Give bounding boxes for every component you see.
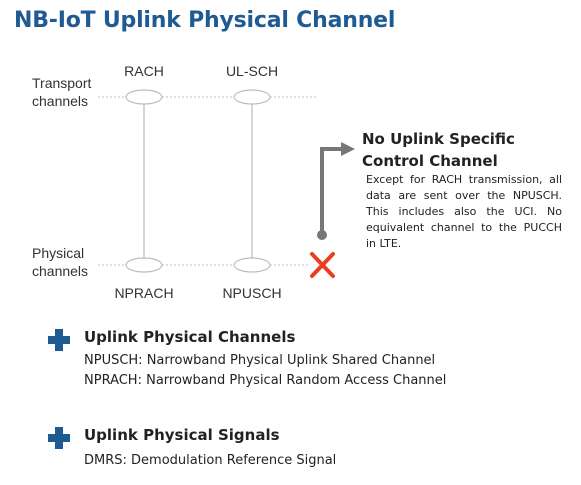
list-item: NPRACH: Narrowband Physical Random Acces… [84, 373, 447, 388]
npusch-node [233, 257, 271, 273]
transport-channel-label-ulsch: UL-SCH [226, 63, 278, 79]
physical-channel-label-nprach: NPRACH [114, 285, 173, 301]
note-title: No Uplink Specific Control Channel [362, 128, 515, 172]
transport-row-label-line1: Transport [32, 75, 92, 91]
physical-row-label-line1: Physical [32, 245, 84, 261]
transport-channel-label-rach: RACH [124, 63, 164, 79]
missing-channel-cross-icon [310, 252, 335, 278]
note-title-line1: No Uplink Specific [362, 130, 515, 148]
list-item: DMRS: Demodulation Reference Signal [84, 453, 337, 468]
physical-row-label-line2: channels [32, 263, 88, 279]
plus-icon [48, 329, 70, 351]
note-title-line2: Control Channel [362, 152, 498, 170]
plus-icon [48, 427, 70, 449]
arrow-origin-dot [317, 230, 327, 240]
physical-channel-label-npusch: NPUSCH [222, 285, 281, 301]
section-heading: Uplink Physical Signals [84, 426, 280, 444]
arrow-head-icon [341, 142, 355, 156]
transport-row-label-line2: channels [32, 93, 88, 109]
channel-mapping-diagram: Transport channels Physical channels RAC… [32, 63, 355, 301]
rach-node [125, 89, 163, 105]
note-arrow [320, 147, 343, 233]
nprach-node [125, 257, 163, 273]
ulsch-node [233, 89, 271, 105]
list-item: NPUSCH: Narrowband Physical Uplink Share… [84, 353, 436, 368]
note-body: Except for RACH transmission, all data a… [366, 173, 562, 250]
page-title: NB-IoT Uplink Physical Channel [14, 8, 396, 33]
section-heading: Uplink Physical Channels [84, 328, 296, 346]
